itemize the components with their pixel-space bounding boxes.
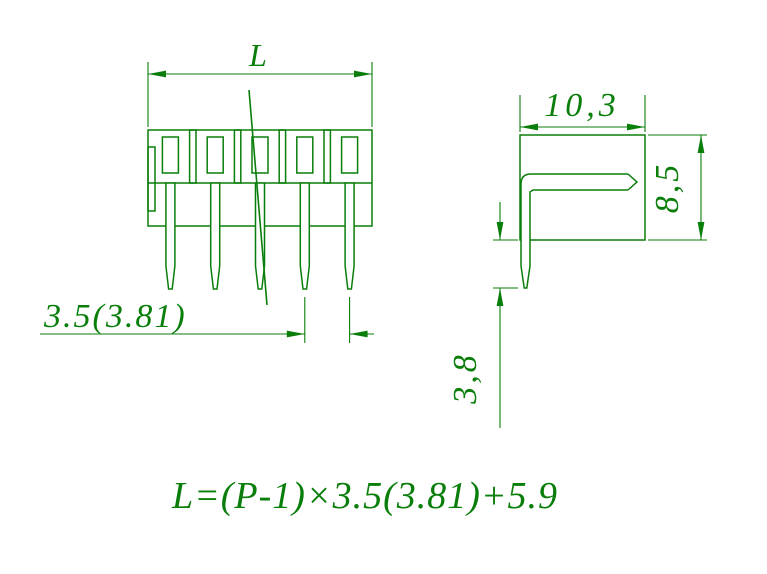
pin — [165, 182, 176, 290]
break-line — [248, 89, 268, 306]
dimension-side-width: 10,3 — [519, 87, 646, 132]
arrowhead-right — [627, 123, 645, 131]
arrowhead-down — [496, 222, 504, 240]
connector-body-side — [519, 134, 646, 241]
cell-wall — [323, 129, 332, 184]
bent-pin — [520, 173, 538, 289]
pin — [209, 182, 221, 290]
arrowhead-left — [286, 330, 305, 338]
arrowhead-top — [697, 135, 705, 153]
cell-wall — [233, 129, 242, 184]
side-view — [519, 134, 646, 289]
cell-wall — [188, 129, 197, 184]
pin — [344, 182, 355, 290]
contact-slot — [296, 136, 314, 174]
dimension-pin-length: 3,8 — [447, 202, 518, 428]
length-dimension-label: L — [248, 37, 267, 73]
dimension-side-height: 8,5 — [648, 134, 707, 241]
contact-slot — [206, 136, 224, 174]
length-formula: L=(P-1)×3.5(3.81)+5.9 — [171, 475, 558, 517]
front-view — [147, 89, 373, 306]
arrowhead-bottom — [697, 222, 705, 240]
side-height-dimension-label: 8,5 — [649, 162, 686, 214]
pin — [254, 182, 266, 290]
contact-slot — [251, 136, 269, 174]
slot-end-cap — [627, 173, 639, 191]
pitch-dimension-label: 3.5(3.81) — [43, 298, 187, 335]
left-ear — [147, 146, 156, 212]
dimension-pitch: 3.5(3.81) — [40, 297, 374, 343]
arrowhead-right — [354, 70, 372, 78]
formula-group: L=(P-1)×3.5(3.81)+5.9 — [171, 475, 558, 517]
arrowhead-up — [496, 288, 504, 306]
side-width-dimension-label: 10,3 — [544, 87, 620, 124]
pin — [299, 182, 311, 290]
arrowhead-right — [349, 330, 368, 338]
pin-length-dimension-label: 3,8 — [447, 352, 484, 405]
arrowhead-left — [520, 123, 538, 131]
contact-slot — [161, 136, 180, 174]
cell-wall — [278, 129, 287, 184]
arrowhead-left — [148, 70, 166, 78]
contact-slot — [340, 136, 359, 174]
dimension-length: L — [147, 37, 373, 127]
